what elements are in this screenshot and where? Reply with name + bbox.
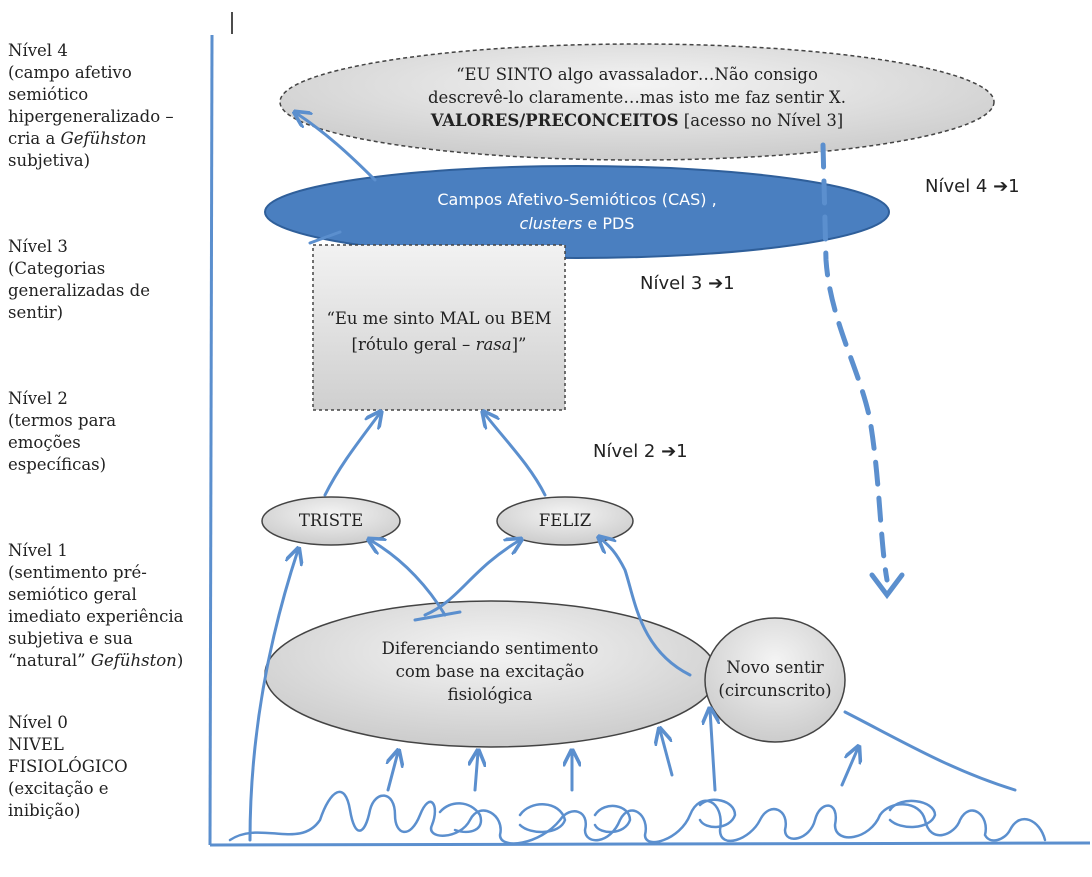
level-0-line: (excitação e <box>8 779 109 798</box>
marker-level-2: Nível 2 ➔1 <box>593 441 688 462</box>
triste-ellipse <box>261 496 401 546</box>
cas-tail: e PDS <box>582 214 635 233</box>
level-1-line: subjetiva e sua <box>8 629 133 648</box>
level-1-line: semiótico geral <box>8 585 137 604</box>
arrow-rect-to-cas <box>308 230 342 245</box>
level-4-text: cria a <box>8 129 61 148</box>
x-axis <box>209 841 1091 847</box>
top-line-1: “EU SINTO algo avassalador…Não consigo <box>456 65 818 84</box>
arrow-ground-to-triste <box>248 550 298 842</box>
level-0-line: inibição) <box>8 801 81 820</box>
diff-line-2: com base na excitação <box>395 662 585 681</box>
arrow-cross-right <box>423 540 520 617</box>
level-1-text: “natural” <box>8 651 91 670</box>
novo-line-2: (circunscrito) <box>718 681 832 700</box>
level-2-line: (termos para <box>8 411 117 430</box>
arrow-diff-to-feliz <box>600 538 692 677</box>
marker-level-3: Nível 3 ➔1 <box>640 273 735 294</box>
level-1-line: imediato experiência <box>8 607 184 626</box>
dashed-arrowhead <box>869 572 905 600</box>
marker-level-4: Nível 4 ➔1 <box>925 176 1020 197</box>
physio-arrow-2 <box>475 752 478 792</box>
arrow-feliz-to-rect <box>484 413 547 497</box>
level-1-italic: Gefühston <box>90 651 177 670</box>
cas-italic: clusters <box>519 214 583 233</box>
level-4-line: hipergeneralizado – <box>8 107 174 126</box>
level-4-italic: Gefühston <box>60 129 147 148</box>
level-1-text: ) <box>176 651 184 670</box>
top-line-3: VALORES/PRECONCEITOS [acesso no Nível 3] <box>300 109 974 132</box>
cas-line-2: clusters e PDS <box>300 212 854 236</box>
level-2-line: emoções <box>8 433 81 452</box>
level-4-line: subjetiva) <box>8 151 91 170</box>
cas-line-1: Campos Afetivo-Semióticos (CAS) , <box>437 190 717 209</box>
level-0-label: Nível 0 NIVEL FISIOLÓGICO (excitação e i… <box>8 712 128 822</box>
level-1-title: Nível 1 <box>8 541 68 560</box>
level-1-line: (sentimento pré- <box>8 563 147 582</box>
level-3-label: Nível 3 (Categorias generalizadas de sen… <box>8 236 150 324</box>
arrow-triste-to-rect <box>323 413 380 497</box>
physio-scribble <box>228 790 1047 845</box>
rect-italic: rasa <box>475 335 512 354</box>
novo-text: Novo sentir (circunscrito) <box>705 656 845 702</box>
level-2-title: Nível 2 <box>8 389 68 408</box>
level-3-line: (Categorias <box>8 259 106 278</box>
top-bold: VALORES/PRECONCEITOS <box>430 111 679 130</box>
level-0-title: Nível 0 <box>8 713 68 732</box>
novo-tail <box>843 710 1017 792</box>
axes <box>208 12 1091 847</box>
level-4-title: Nível 4 <box>8 41 68 60</box>
level-3-title: Nível 3 <box>8 237 68 256</box>
top-line-2: descrevê-lo claramente…mas isto me faz s… <box>428 88 846 107</box>
rect-line-2: [rótulo geral – rasa]” <box>313 332 565 358</box>
y-axis <box>208 34 214 846</box>
cas-text: Campos Afetivo-Semióticos (CAS) , cluste… <box>300 188 854 236</box>
top-ellipse <box>279 43 995 161</box>
rect-tail: ]” <box>511 335 527 354</box>
top-tail: [acesso no Nível 3] <box>678 111 844 130</box>
rect-level3 <box>312 244 566 411</box>
level-4-line: (campo afetivo <box>8 63 132 82</box>
arrow-cas-to-top <box>296 113 377 182</box>
diff-text: Diferenciando sentimento com base na exc… <box>290 637 690 706</box>
level-4-line: semiótico <box>8 85 89 104</box>
physio-arrow-5 <box>710 710 715 792</box>
feliz-text: FELIZ <box>538 511 592 530</box>
physio-arrow-6 <box>840 748 858 787</box>
level-2-label: Nível 2 (termos para emoções específicas… <box>8 388 116 476</box>
dashed-arrow <box>820 142 890 583</box>
top-ellipse-text: “EU SINTO algo avassalador…Não consigo d… <box>300 63 974 132</box>
novo-ellipse <box>704 617 846 743</box>
level-2-line: específicas) <box>8 455 107 474</box>
diff-line-1: Diferenciando sentimento <box>381 639 599 658</box>
diff-line-3: fisiológica <box>447 685 533 704</box>
rect-text-part: [rótulo geral – <box>351 335 476 354</box>
level-0-line: NIVEL <box>8 735 64 754</box>
level-1-label: Nível 1 (sentimento pré- semiótico geral… <box>8 540 183 672</box>
level-3-line: generalizadas de <box>8 281 150 300</box>
physio-loops <box>438 798 937 834</box>
arrows <box>228 113 1047 845</box>
cross-bar <box>413 610 462 622</box>
physio-arrow-4 <box>660 730 674 777</box>
level-3-line: sentir) <box>8 303 64 322</box>
physio-arrow-1 <box>388 752 398 792</box>
rect-text: “Eu me sinto MAL ou BEM [rótulo geral – … <box>313 306 565 358</box>
level-0-line: FISIOLÓGICO <box>8 757 128 776</box>
rect-line-1: “Eu me sinto MAL ou BEM <box>326 309 552 328</box>
level-4-line: cria a Gefühston <box>8 128 174 150</box>
triste-text: TRISTE <box>298 511 364 530</box>
level-1-line: “natural” Gefühston) <box>8 650 183 672</box>
novo-line-1: Novo sentir <box>726 658 824 677</box>
level-4-label: Nível 4 (campo afetivo semiótico hiperge… <box>8 40 174 172</box>
cas-ellipse <box>264 165 890 259</box>
